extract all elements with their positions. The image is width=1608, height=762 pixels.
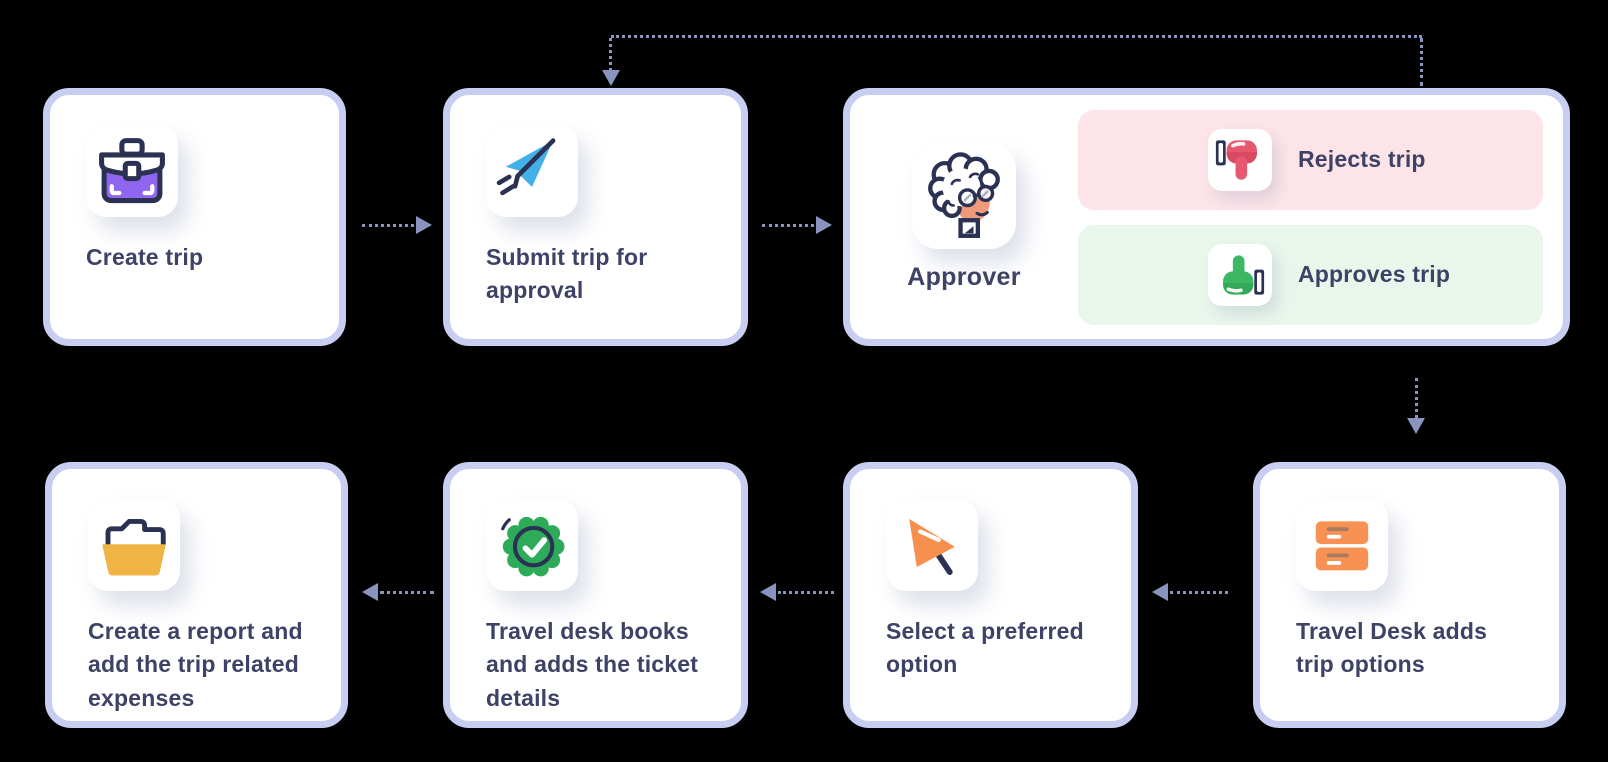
dotted-line: [380, 591, 434, 594]
card-label: Travel Desk adds trip options: [1296, 618, 1488, 678]
outcome-approve: Approves trip: [1078, 224, 1543, 325]
card-create-report: Create a report and add the trip related…: [45, 462, 348, 728]
loop-horizontal-line: [611, 35, 1422, 38]
list-options-icon: [1296, 499, 1388, 591]
outcome-reject: Rejects trip: [1078, 109, 1543, 210]
paper-plane-icon: [486, 125, 578, 217]
arrowhead-right-icon: [416, 216, 432, 234]
card-travel-desk-adds: Travel Desk adds trip options: [1253, 462, 1566, 728]
folder-icon: [88, 499, 180, 591]
verified-badge-icon: [486, 499, 578, 591]
card-label: Travel desk books and adds the ticket de…: [486, 618, 699, 711]
dotted-line: [762, 224, 814, 227]
approver-avatar-icon: [912, 142, 1016, 249]
card-create-trip: Create trip: [43, 88, 346, 346]
card-approver: Approver Rejects trip: [843, 88, 1570, 346]
loop-right-vertical-line: [1420, 38, 1423, 86]
loop-arrowhead-down-icon: [602, 70, 620, 86]
approver-identity: Approver: [850, 142, 1078, 292]
arrowhead-down-icon: [1407, 418, 1425, 434]
cursor-icon: [886, 499, 978, 591]
arrowhead-left-icon: [362, 583, 378, 601]
arrowhead-left-icon: [760, 583, 776, 601]
approver-label: Approver: [907, 262, 1021, 291]
arrowhead-right-icon: [816, 216, 832, 234]
card-select-option: Select a preferred option: [843, 462, 1138, 728]
approve-label: Approves trip: [1298, 261, 1451, 287]
card-label: Select a preferred option: [886, 618, 1084, 678]
thumbs-down-icon: [1208, 128, 1272, 191]
dotted-line: [1170, 591, 1228, 594]
reject-label: Rejects trip: [1298, 146, 1426, 172]
loop-left-vertical-line: [609, 38, 612, 71]
briefcase-icon: [86, 125, 178, 217]
approver-outcomes: Rejects trip Approves trip: [1078, 109, 1543, 325]
card-submit-trip: Submit trip for approval: [443, 88, 748, 346]
card-travel-desk-books: Travel desk books and adds the ticket de…: [443, 462, 748, 728]
dotted-line: [1415, 378, 1418, 418]
card-label: Submit trip for approval: [486, 244, 648, 304]
card-label: Create trip: [86, 244, 204, 270]
dotted-line: [778, 591, 834, 594]
arrowhead-left-icon: [1152, 583, 1168, 601]
card-label: Create a report and add the trip related…: [88, 618, 303, 711]
thumbs-up-icon: [1208, 243, 1272, 306]
dotted-line: [362, 224, 414, 227]
